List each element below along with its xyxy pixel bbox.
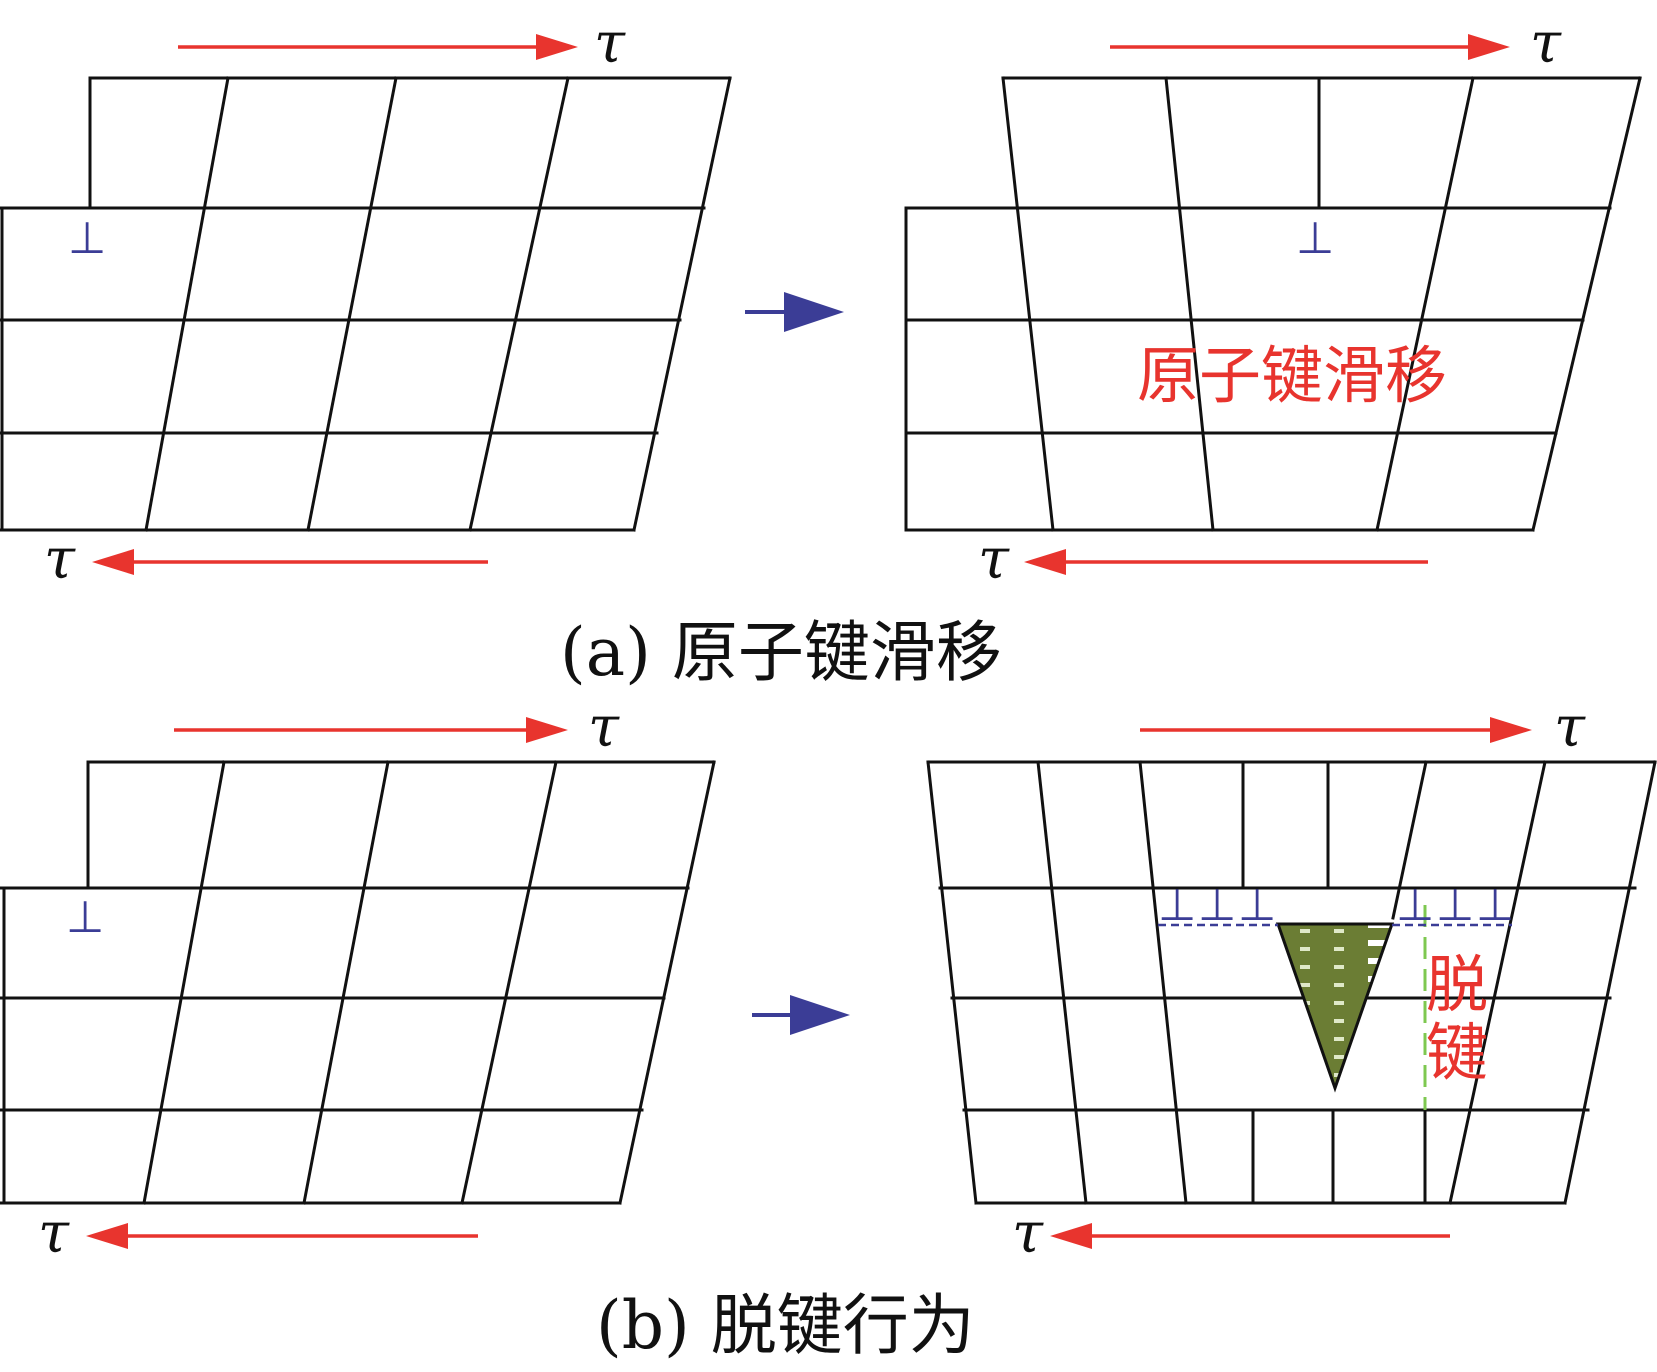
panel-a-left-lattice (0, 76, 732, 532)
tau-label: τ (44, 527, 76, 592)
shear-arrow-top (178, 34, 578, 60)
dislocation-symbol: ⊥ (1198, 880, 1236, 931)
shear-arrow-top (174, 717, 568, 743)
annotation-atomic-bond-slip: 原子键滑移 (1137, 339, 1447, 412)
dislocation-symbol: ⊥ (1476, 880, 1514, 931)
dislocation-symbol: ⊥ (68, 213, 106, 264)
panel-b-left-lattice (0, 760, 716, 1205)
shear-arrow-top (1110, 34, 1510, 60)
panel-a-right-lattice (904, 76, 1642, 532)
tau-label: τ (978, 527, 1010, 592)
crack-wedge (1275, 922, 1395, 1093)
shear-arrow-bottom (86, 1223, 478, 1249)
process-arrow (752, 995, 850, 1035)
dislocation-symbol: ⊥ (1238, 880, 1276, 931)
caption-b: (b) 脱键行为 (596, 1287, 975, 1364)
shear-arrow-top (1140, 717, 1532, 743)
shear-arrow-bottom (1050, 1223, 1450, 1249)
panel-b-right-lattice (926, 760, 1657, 1205)
tau-label: τ (594, 11, 626, 76)
tau-label: τ (1530, 11, 1562, 76)
tau-label: τ (588, 695, 620, 760)
process-arrow (745, 292, 844, 332)
tau-label: τ (1554, 695, 1586, 760)
dislocation-symbol: ⊥ (1436, 880, 1474, 931)
dislocation-symbol: ⊥ (1296, 213, 1334, 264)
annotation-debond-2: 键 (1426, 1016, 1488, 1089)
shear-arrow-bottom (1024, 549, 1428, 575)
dislocation-symbol: ⊥ (66, 892, 104, 943)
tau-label: τ (1012, 1201, 1044, 1266)
tau-label: τ (38, 1201, 70, 1266)
dislocation-symbol: ⊥ (1396, 880, 1434, 931)
annotation-debond-1: 脱 (1426, 948, 1488, 1021)
dislocation-symbol: ⊥ (1158, 880, 1196, 931)
shear-arrow-bottom (92, 549, 488, 575)
caption-a: (a) 原子键滑移 (560, 614, 1002, 691)
